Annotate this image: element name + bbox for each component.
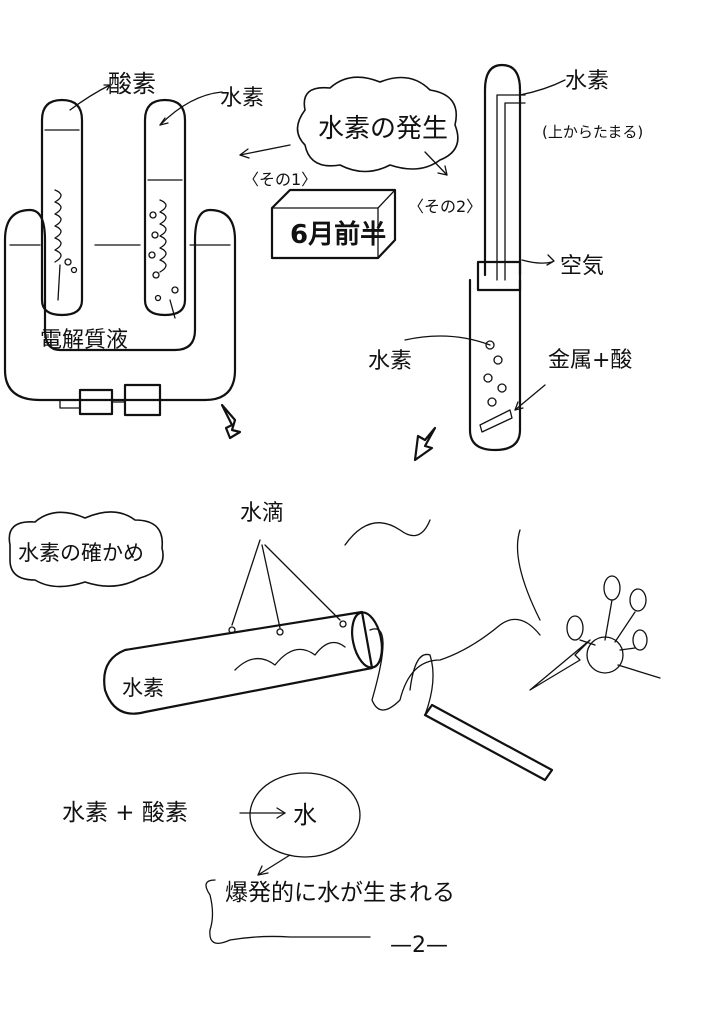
title-cloud <box>239 76 459 176</box>
method1-label: 〈その1〉 <box>243 170 317 189</box>
collect-from-top-note: (上からたまる) <box>542 123 643 141</box>
grade-box <box>270 188 397 260</box>
electrolysis-apparatus <box>3 84 242 440</box>
grade-label: 6月前半 <box>290 219 386 250</box>
tube-hydrogen-label: 水素 <box>122 676 164 700</box>
electrolyte-label: 電解質液 <box>40 328 128 353</box>
method2-label: 〈その2〉 <box>408 197 482 216</box>
metal-acid-label: 金属+酸 <box>548 348 632 373</box>
page-number: —2— <box>390 933 448 958</box>
equation-diagram <box>205 772 371 944</box>
equation-lhs: 水素 + 酸素 <box>62 800 188 826</box>
test-title: 水素の確かめ <box>18 541 144 565</box>
equation-result: 爆発的に水が生まれる <box>225 880 455 906</box>
gas-collection-apparatus <box>404 63 566 462</box>
oxygen-label: 酸素 <box>108 70 156 98</box>
equation-rhs: 水 <box>293 801 317 829</box>
hydrogen-label: 水素 <box>220 86 264 111</box>
title-text: 水素の発生 <box>318 114 448 144</box>
hydrogen-top-label: 水素 <box>565 69 609 94</box>
hydrogen-inner-label: 水素 <box>368 349 412 374</box>
hydrogen-test-cloud <box>8 511 164 588</box>
air-label: 空気 <box>560 254 604 279</box>
test-tube-horizontal <box>103 519 661 782</box>
water-drops-label: 水滴 <box>240 501 284 526</box>
